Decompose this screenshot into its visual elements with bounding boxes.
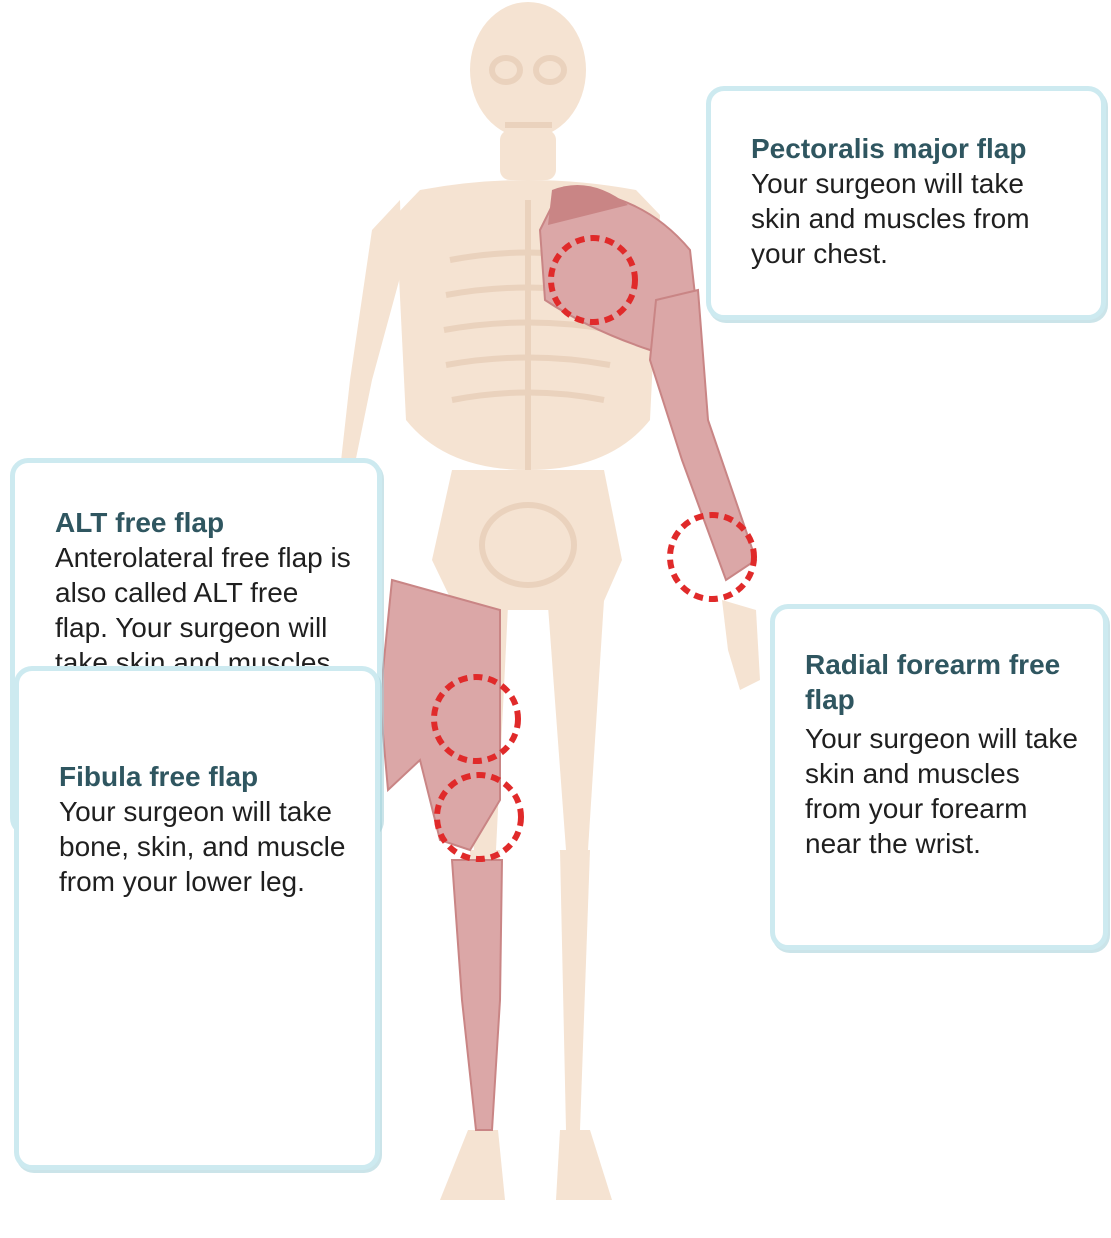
lower-leg-muscle (452, 860, 502, 1130)
callout-body: Your surgeon will take skin and muscles … (751, 166, 1077, 271)
callout-title: ALT free flap (55, 505, 353, 540)
callout-title: Radial forearm free flap (805, 647, 1083, 717)
callout-radial-forearm: Radial forearm free flap Your surgeon wi… (770, 604, 1108, 950)
callout-fibula-free-flap: Fibula free flap Your surgeon will take … (14, 666, 380, 1170)
callout-title: Pectoralis major flap (751, 131, 1077, 166)
arm-muscle (650, 290, 756, 580)
callout-body: Your surgeon will take skin and muscles … (805, 721, 1083, 861)
callout-pectoralis-major: Pectoralis major flap Your surgeon will … (706, 86, 1106, 320)
callout-body: Your surgeon will take bone, skin, and m… (59, 794, 351, 899)
callout-title: Fibula free flap (59, 759, 351, 794)
